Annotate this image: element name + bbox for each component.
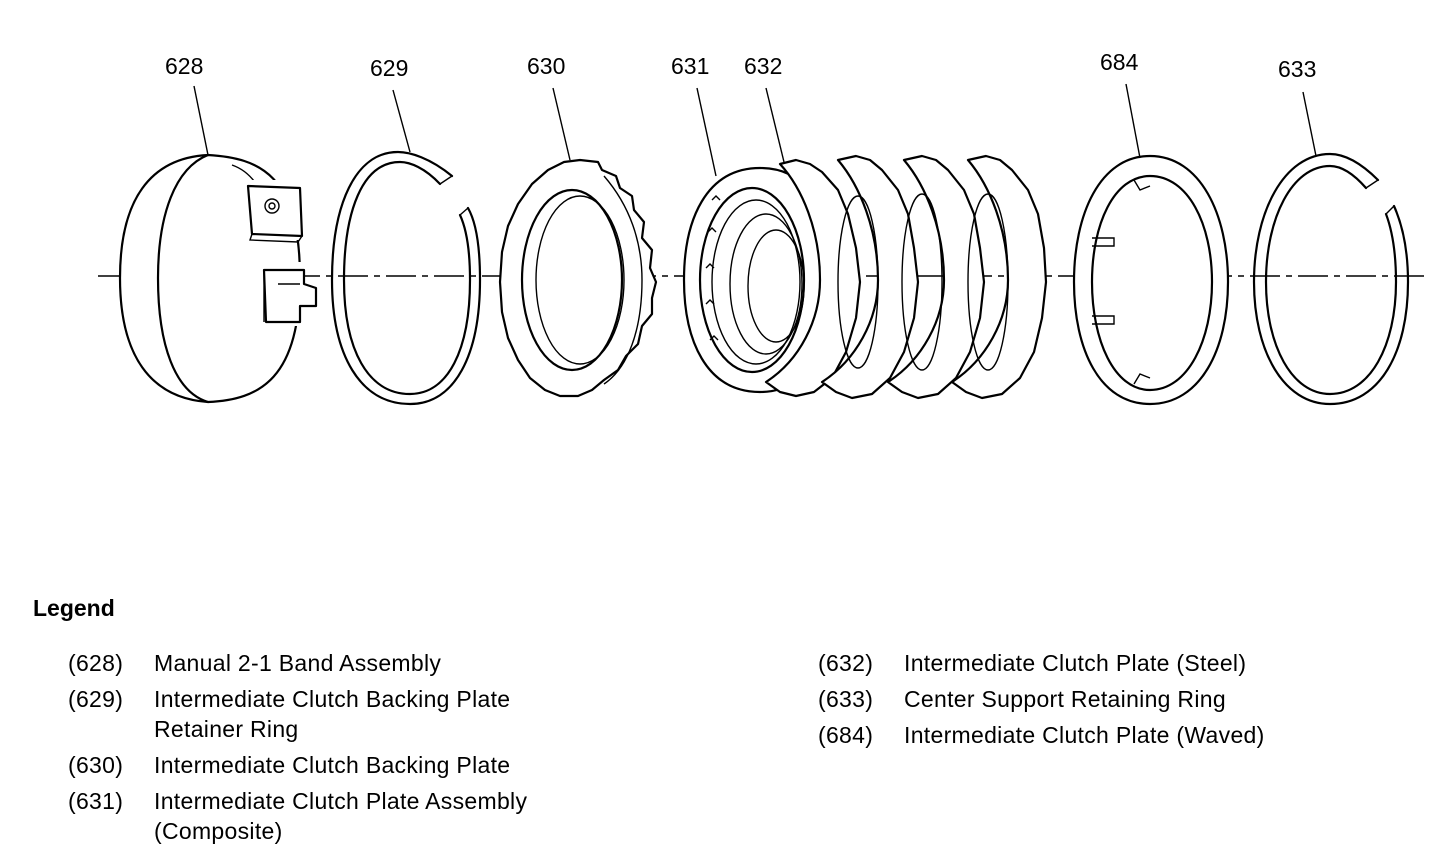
waved-plate-684 (1072, 154, 1230, 406)
legend-description: Intermediate Clutch Backing Plate Retain… (154, 686, 511, 742)
legend-entry: (632) Intermediate Clutch Plate (Steel) (818, 648, 1265, 678)
legend-entry: (629) Intermediate Clutch Backing Plate … (68, 684, 527, 744)
legend-code: (630) (68, 752, 124, 778)
leader-629 (392, 89, 411, 153)
retainer-ring-629 (330, 150, 482, 406)
callout-632: 632 (744, 53, 782, 79)
band-assembly-628 (118, 153, 318, 404)
leader-630 (552, 87, 571, 161)
legend-entry: (631) Intermediate Clutch Plate Assembly… (68, 786, 527, 846)
legend-column-left: (628) Manual 2-1 Band Assembly (629) Int… (68, 648, 527, 852)
legend-code: (629) (68, 686, 124, 712)
callout-631: 631 (671, 53, 709, 79)
legend-description: Manual 2-1 Band Assembly (154, 650, 442, 676)
legend-entry: (633) Center Support Retaining Ring (818, 684, 1265, 714)
leader-628 (193, 85, 209, 156)
legend-code: (633) (818, 686, 874, 712)
callout-628: 628 (165, 53, 203, 79)
legend-title: Legend (33, 595, 115, 621)
retaining-ring-633 (1252, 152, 1410, 406)
leader-631 (696, 87, 717, 177)
legend-description: Center Support Retaining Ring (904, 686, 1226, 712)
legend-code: (632) (818, 650, 874, 676)
legend-code: (631) (68, 788, 124, 814)
legend-code: (684) (818, 722, 874, 748)
legend-description: Intermediate Clutch Backing Plate (154, 752, 511, 778)
legend-column-right: (632) Intermediate Clutch Plate (Steel) … (818, 648, 1265, 756)
legend-entry: (684) Intermediate Clutch Plate (Waved) (818, 720, 1265, 750)
legend-entry: (630) Intermediate Clutch Backing Plate (68, 750, 527, 780)
callout-630: 630 (527, 53, 565, 79)
legend-code: (628) (68, 650, 124, 676)
leader-684 (1125, 83, 1141, 159)
backing-plate-630 (498, 158, 658, 398)
legend-entry: (628) Manual 2-1 Band Assembly (68, 648, 527, 678)
callout-684: 684 (1100, 49, 1139, 75)
legend: Legend (628) Manual 2-1 Band Assembly (6… (0, 590, 1456, 854)
steel-plates-632 (764, 154, 1048, 400)
legend-description: Intermediate Clutch Plate Assembly (Comp… (154, 788, 528, 844)
callout-633: 633 (1278, 56, 1316, 82)
composite-plate-631 (682, 166, 832, 394)
leader-633 (1302, 91, 1317, 157)
legend-description: Intermediate Clutch Plate (Steel) (904, 650, 1247, 676)
exploded-view-diagram: 628 629 630 631 632 684 633 (98, 49, 1430, 406)
legend-description: Intermediate Clutch Plate (Waved) (904, 722, 1265, 748)
callout-629: 629 (370, 55, 408, 81)
leader-632 (765, 87, 785, 163)
